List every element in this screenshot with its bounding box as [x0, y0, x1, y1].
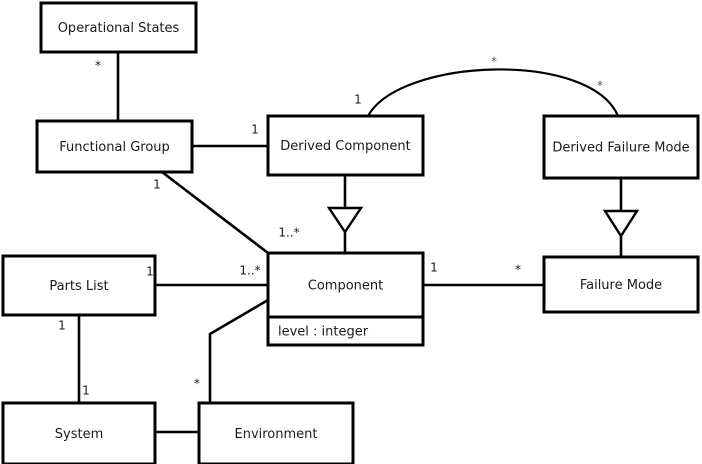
class-name-operational-states: Operational States	[58, 21, 180, 36]
class-name-failure-mode: Failure Mode	[580, 278, 662, 293]
class-box-frame-operational-states	[39, 1, 198, 54]
association-functional-group-component[interactable]	[161, 170, 269, 255]
multiplicity-labels-group: * 1 1 * * 1 1..* 1 1..* 1 * 1 1 *	[58, 55, 603, 398]
class-box-frame-failure-mode	[542, 255, 700, 314]
class-name-environment: Environment	[234, 427, 317, 442]
class-name-parts-list: Parts List	[49, 279, 108, 294]
multiplicity-mult-dfm-curve: *	[597, 79, 603, 93]
class-name-component: Component	[308, 279, 383, 294]
generalization-arrowhead-icon-failure-mode-inherits-derived-failure-mode	[602, 209, 640, 239]
multiplicity-mult-comp-fm-left: 1	[430, 261, 438, 275]
class-box-frame-system	[1, 401, 157, 464]
class-name-system: System	[55, 427, 103, 442]
class-name-functional-group: Functional Group	[59, 140, 170, 155]
class-box-parts-list[interactable]: Parts List	[1, 254, 157, 317]
multiplicity-mult-pl-sys-top: 1	[58, 319, 66, 333]
associations-group	[77, 52, 620, 434]
class-box-system[interactable]: System	[1, 401, 157, 464]
multiplicity-mult-os-fg: *	[95, 59, 101, 73]
class-box-component[interactable]: Component level : integer	[266, 251, 425, 347]
class-box-frame-derived-failure-mode	[542, 114, 700, 180]
multiplicity-mult-env-comp: *	[194, 377, 200, 391]
class-box-frame-component	[266, 251, 425, 319]
class-box-failure-mode[interactable]: Failure Mode	[542, 255, 700, 314]
class-box-functional-group[interactable]: Functional Group	[35, 119, 194, 174]
multiplicity-mult-fg-comp-far: 1..*	[278, 226, 299, 240]
class-box-frame-derived-component	[266, 114, 425, 177]
association-derived-component-derived-failure-mode[interactable]	[367, 68, 620, 117]
generalizations-group	[326, 175, 640, 257]
class-attribute-component-0: level : integer	[278, 325, 369, 340]
attribute-compartment-component	[266, 315, 425, 347]
class-box-frame-parts-list	[1, 254, 157, 317]
association-environment-component[interactable]	[208, 298, 269, 403]
class-box-operational-states[interactable]: Operational States	[39, 1, 198, 54]
class-box-derived-component[interactable]: Derived Component	[266, 114, 425, 177]
class-box-derived-failure-mode[interactable]: Derived Failure Mode	[542, 114, 700, 180]
class-box-frame-functional-group	[35, 119, 194, 174]
class-box-environment[interactable]: Environment	[197, 401, 355, 464]
multiplicity-mult-curve-apex: *	[491, 55, 497, 69]
generalization-arrowhead-icon-component-inherits-derived-component	[326, 206, 364, 235]
multiplicity-mult-comp-fm-right: *	[515, 263, 521, 277]
class-name-derived-failure-mode: Derived Failure Mode	[552, 141, 689, 156]
multiplicity-mult-fg-comp-near: 1	[153, 178, 161, 192]
class-box-frame-environment	[197, 401, 355, 464]
multiplicity-mult-pl-sys-bottom: 1	[82, 384, 90, 398]
class-name-derived-component: Derived Component	[280, 139, 411, 154]
multiplicity-mult-pl-comp-near: 1	[146, 265, 154, 279]
multiplicity-mult-dc-curve: 1	[354, 93, 362, 107]
multiplicity-mult-pl-comp-far: 1..*	[239, 264, 260, 278]
multiplicity-mult-fg-dc: 1	[251, 123, 259, 137]
